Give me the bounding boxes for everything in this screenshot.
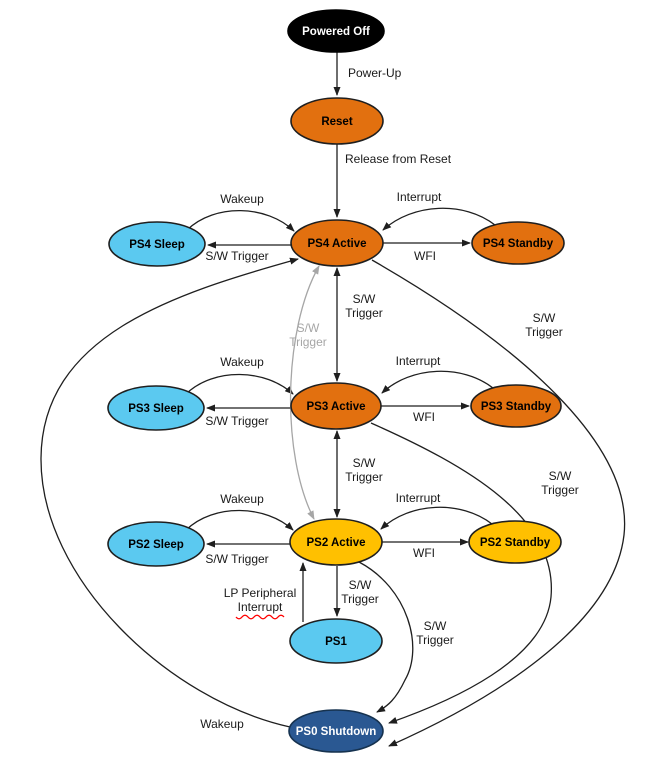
node-ps4-sleep: [108, 221, 206, 267]
label-wakeup-ps3: Wakeup: [220, 355, 264, 369]
edges-layer: [40, 52, 626, 747]
edge-ps0-to-ps4active-wakeup: [40, 257, 299, 728]
edge-ps4-ps2-gray-swtrigger: [289, 265, 320, 520]
edge-ps4active-to-ps0: [371, 259, 626, 747]
label-swtrigger-ps3sleep: S/W Trigger: [205, 414, 268, 428]
edge-ps4standby-to-ps4active: [382, 207, 496, 231]
node-powered-off: [287, 9, 385, 53]
label-interrupt-ps3: Interrupt: [396, 354, 441, 368]
label-swtrigger-ps2sleep: S/W Trigger: [205, 552, 268, 566]
label-wakeup-ps4: Wakeup: [220, 192, 264, 206]
edge-ps4sleep-to-ps4active: [186, 209, 295, 232]
node-ps4-active: [290, 219, 384, 267]
node-ps0-shutdown: [288, 709, 384, 753]
label-wfi-ps2: WFI: [413, 546, 435, 560]
label-wakeup-ps2: Wakeup: [220, 492, 264, 506]
node-ps3-sleep: [107, 385, 205, 431]
label-interrupt-ps2: Interrupt: [396, 491, 441, 505]
edge-ps2active-to-ps0: [358, 561, 414, 713]
label-swtrigger-ps4sleep: S/W Trigger: [205, 249, 268, 263]
label-power-up: Power-Up: [348, 66, 402, 80]
node-ps2-active: [289, 518, 383, 566]
label-wakeup-ps0: Wakeup: [200, 717, 244, 731]
edge-interrupt-spellcheck-squiggle: [235, 614, 285, 620]
edge-ps3sleep-to-ps3active: [185, 373, 294, 395]
edge-ps3active-to-ps0: [370, 422, 552, 724]
node-ps2-sleep: [107, 521, 205, 567]
node-ps4-standby: [471, 221, 565, 265]
node-reset: [290, 97, 384, 145]
node-ps1: [289, 618, 383, 664]
node-ps2-standby: [468, 520, 562, 564]
edge-ps2standby-to-ps2active: [380, 506, 493, 530]
node-ps3-standby: [470, 384, 562, 428]
edge-ps2sleep-to-ps2active: [185, 509, 294, 531]
label-release-from-reset: Release from Reset: [345, 152, 452, 166]
edge-ps3standby-to-ps3active: [381, 370, 494, 394]
label-interrupt-ps4: Interrupt: [397, 190, 442, 204]
label-wfi-ps3: WFI: [413, 410, 435, 424]
label-wfi-ps4: WFI: [414, 249, 436, 263]
node-ps3-active: [290, 382, 382, 430]
